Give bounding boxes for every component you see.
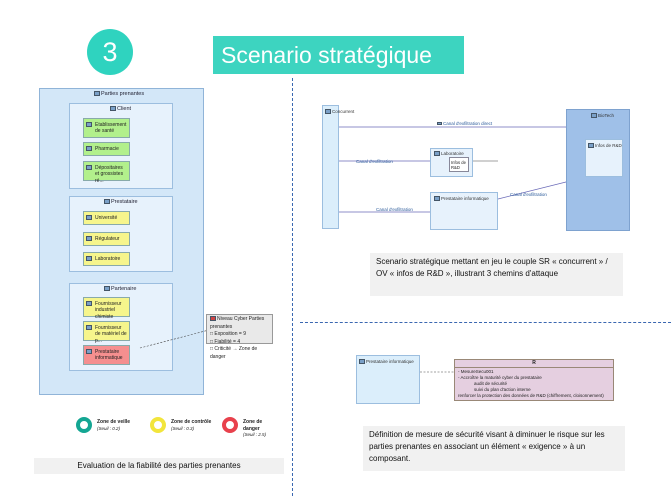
element-pharmacie[interactable]: Pharmacie: [83, 142, 130, 156]
package-icon: [104, 199, 110, 205]
component-icon: [86, 236, 92, 241]
legend-controle-circle: [150, 417, 166, 433]
legend-danger-text: Zone de danger(Seuil : 2.5): [243, 419, 267, 437]
group-client-label: Client: [110, 106, 131, 112]
caption-bottom-right: Définition de mesure de sécurité visant …: [363, 426, 625, 471]
legend-veille-circle: [76, 417, 92, 433]
element-fournisseur-materiel[interactable]: Fournisseur de matériel de p...: [83, 321, 130, 344]
stakeholders-package[interactable]: Parties prenantes Client Etablissement d…: [39, 88, 204, 395]
package-icon: [104, 286, 110, 292]
component-icon: [434, 196, 440, 202]
caption-left: Evaluation de la fiabilité des parties p…: [34, 458, 284, 474]
component-icon: [86, 215, 92, 220]
legend-item-danger: [222, 417, 238, 433]
requirement-line-4: suivi du plan d'action interne: [474, 387, 531, 393]
component-icon: [359, 359, 365, 365]
caption-top-right: Scenario stratégique mettant en jeu le c…: [370, 253, 623, 296]
component-icon: [434, 151, 440, 157]
legend-veille-text: Zone de veille(Seuil : 0.2): [97, 419, 131, 431]
component-icon: [325, 109, 331, 115]
component-icon: [86, 122, 92, 127]
element-universite[interactable]: Université: [83, 211, 130, 225]
element-regulateur[interactable]: Régulateur: [83, 232, 130, 246]
cyber-level-note-line-2: □ Fiabilité = 4: [210, 338, 241, 345]
cyber-level-note-line-3: □ Criticité → Zone de danger: [210, 346, 258, 360]
link-it-to-biotech: [497, 181, 567, 200]
data-icon: [588, 143, 594, 149]
slide-title: Scenario stratégique: [221, 41, 432, 68]
label-direct-channel: Canal d'exfiltration direct: [437, 121, 492, 126]
stakeholders-package-label: Parties prenantes: [94, 91, 144, 97]
component-it-provider[interactable]: Prestataire informatique: [356, 355, 420, 404]
requirement-icon: R: [532, 360, 536, 366]
component-icon: [86, 146, 92, 151]
label-it-in-channel: Canal d'exfiltration: [376, 207, 413, 212]
lab-infos-rd[interactable]: Infos de R&D: [449, 157, 469, 172]
group-client[interactable]: Client Etablissement de santé Pharmacie …: [69, 103, 173, 189]
component-icon: [86, 349, 92, 354]
cyber-level-note-line-1: □ Exposition = 9: [210, 331, 246, 337]
legend-item-controle: [150, 417, 166, 433]
note-connector: [139, 329, 210, 349]
package-icon: [94, 91, 100, 97]
cyber-level-note-title: Niveau Cyber Parties prenantes: [210, 316, 265, 330]
slide-number: 3: [102, 36, 118, 67]
element-laboratoire[interactable]: Laboratoire: [83, 252, 130, 266]
horizontal-divider: [300, 322, 671, 323]
group-partenaire-label: Partenaire: [104, 286, 136, 292]
legend-controle-text: Zone de contrôle(Seuil : 0.3): [171, 419, 212, 431]
component-icon: [86, 256, 92, 261]
note-icon: [210, 316, 216, 322]
concurrent-label: Concurrent: [325, 109, 354, 115]
group-partenaire[interactable]: Partenaire Fournisseur industriel chimis…: [69, 283, 173, 371]
flow-icon: [437, 122, 442, 126]
requirement-block[interactable]: R - MesureSecu001 - Accroître la maturit…: [454, 359, 614, 401]
biotech-block[interactable]: BioTech Infos de R&D: [566, 109, 630, 231]
group-prestataire[interactable]: Prestataire Université Régulateur Labora…: [69, 196, 173, 272]
component-icon: [86, 165, 92, 170]
element-depositaires[interactable]: Dépositaires et grossistes ré...: [83, 161, 130, 184]
laboratoire-block[interactable]: Laboratoire Infos de R&D: [430, 148, 473, 177]
label-it-out-channel: Canal d'exfiltration: [510, 192, 547, 197]
element-etablissement-de-sante[interactable]: Etablissement de santé: [83, 118, 130, 138]
label-lab-channel: Canal d'exfiltration: [356, 159, 393, 164]
concurrent-block[interactable]: Concurrent: [322, 105, 354, 229]
requirement-header: R: [455, 360, 613, 368]
component-icon: [86, 325, 92, 330]
legend: Zone de veille(Seuil : 0.2) Zone de cont…: [76, 417, 276, 439]
element-prestataire-informatique[interactable]: Prestataire informatique: [83, 345, 130, 365]
laboratoire-label: Laboratoire: [434, 151, 464, 157]
group-prestataire-label: Prestataire: [104, 199, 138, 205]
lab-infos-rd-label: Infos de R&D: [451, 160, 466, 171]
it-provider-block[interactable]: Prestataire informatique: [430, 192, 498, 230]
requirement-line-1: - MesureSecu001: [458, 369, 494, 374]
component-icon: [86, 301, 92, 306]
requirement-line-5: renforcer la protection des données de R…: [458, 393, 604, 399]
slide-number-badge: 3: [87, 29, 133, 75]
package-icon: [110, 106, 116, 112]
biotech-label: BioTech: [591, 113, 614, 119]
legend-item-veille: [76, 417, 92, 433]
requirement-line-3: audit de sécurité: [474, 381, 508, 387]
slide-title-banner: Scenario stratégique: [213, 36, 464, 74]
legend-danger-circle: [222, 417, 238, 433]
element-fournisseur-chimiste[interactable]: Fournisseur industriel chimiste: [83, 297, 130, 320]
component-it-provider-label: Prestataire informatique: [359, 359, 414, 365]
vertical-divider: [292, 78, 293, 496]
biotech-infos-rd[interactable]: Infos de R&D: [585, 139, 623, 177]
cyber-level-note[interactable]: Niveau Cyber Parties prenantes □ Exposit…: [206, 314, 273, 360]
biotech-infos-rd-label: Infos de R&D: [588, 143, 622, 149]
component-icon: [591, 113, 597, 119]
it-provider-label: Prestataire informatique: [434, 196, 489, 202]
requirement-line-2: - Accroître la maturité cyber du prestat…: [458, 375, 542, 381]
